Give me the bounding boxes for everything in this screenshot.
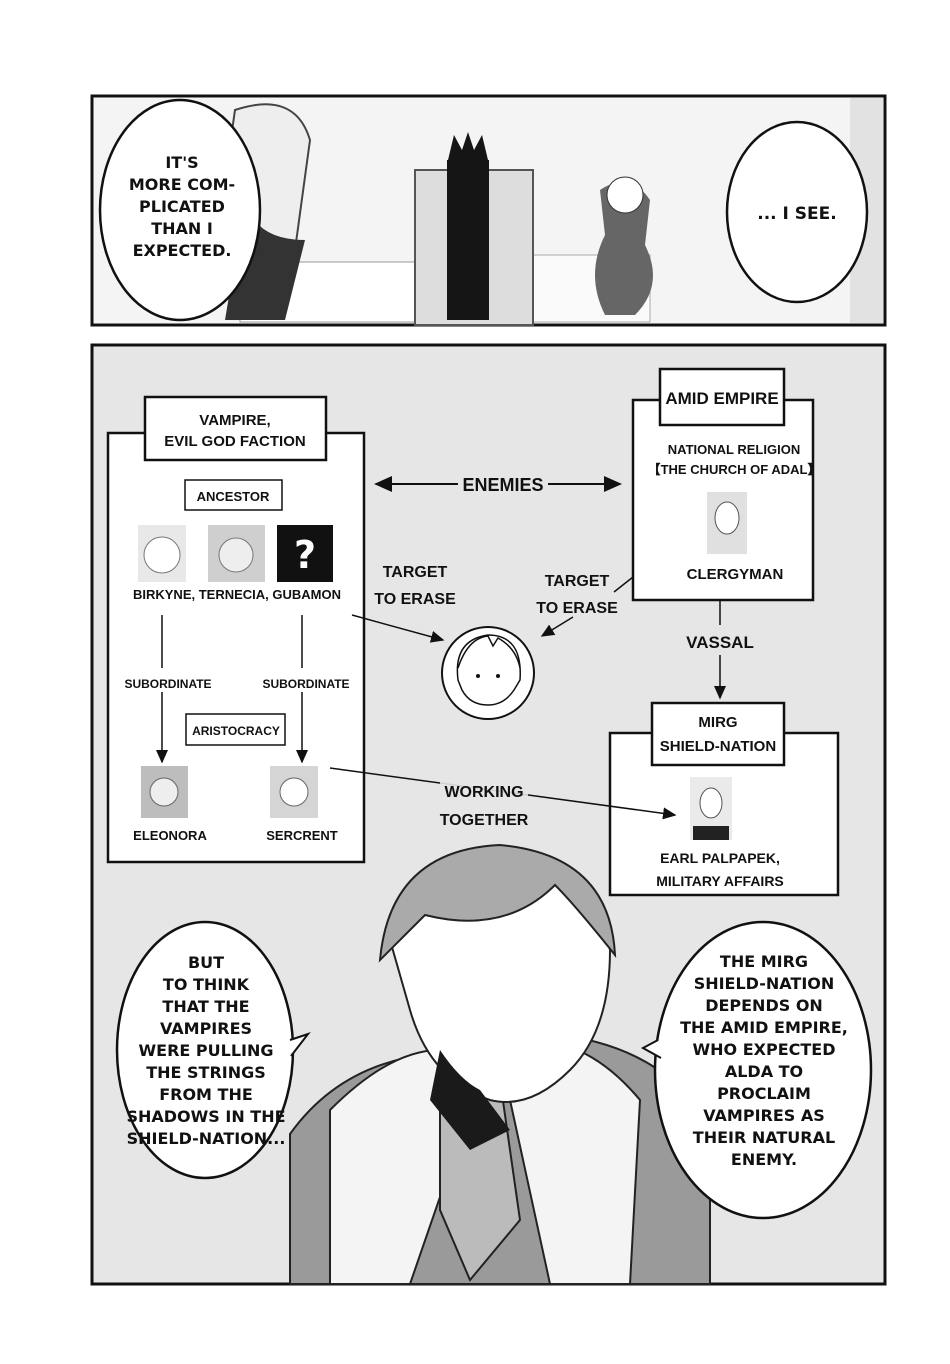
portrait-palpapek bbox=[690, 777, 732, 840]
member-sercrent: SERCRENT bbox=[266, 828, 338, 843]
ancestors-names: BIRKYNE, TERNECIA, GUBAMON bbox=[133, 587, 341, 602]
speech-text: VAMPIRES bbox=[160, 1019, 252, 1038]
vampire-title-line2: EVIL GOD FACTION bbox=[164, 433, 305, 450]
clergyman-label: CLERGYMAN bbox=[687, 566, 784, 583]
speech-text: THAN I bbox=[151, 219, 213, 238]
target-left-line1: TARGET bbox=[383, 564, 448, 581]
amid-empire-title: AMID EMPIRE bbox=[665, 389, 778, 408]
speech-bubble: ... I SEE. bbox=[725, 120, 869, 304]
palpapek-line1: EARL PALPAPEK, bbox=[660, 850, 780, 866]
character-figure bbox=[289, 843, 711, 1285]
speech-text: WERE PULLING bbox=[139, 1041, 274, 1060]
vampire-faction-group: VAMPIRE, EVIL GOD FACTION ANCESTOR ? BIR… bbox=[106, 395, 366, 864]
speech-text: SHIELD-NATION bbox=[694, 974, 835, 993]
portrait-eleonora bbox=[141, 766, 188, 818]
speech-text: PLICATED bbox=[139, 197, 225, 216]
top-panel: IT'S MORE COM- PLICATED THAN I EXPECTED. ...… bbox=[90, 94, 887, 327]
aristocracy-label: ARISTOCRACY bbox=[192, 724, 280, 738]
speech-bubble: BUT TO THINK THAT THE VAMPIRES WERE PULLING T… bbox=[115, 920, 311, 1180]
amid-empire-group: AMID EMPIRE NATIONAL RELIGION 【THE CHURC… bbox=[631, 367, 821, 602]
ancestor-label: ANCESTOR bbox=[197, 489, 270, 504]
speech-text: THAT THE bbox=[162, 997, 249, 1016]
subordinate-label-right: SUBORDINATE bbox=[262, 677, 349, 691]
speech-text: ALDA TO bbox=[725, 1062, 803, 1081]
speech-text: THEIR NATURAL bbox=[693, 1128, 835, 1147]
working-line1: WORKING bbox=[444, 784, 523, 801]
target-right-line1: TARGET bbox=[545, 573, 610, 590]
unknown-mark: ? bbox=[294, 533, 316, 577]
subordinate-label-left: SUBORDINATE bbox=[124, 677, 211, 691]
speech-text: THE MIRG bbox=[720, 952, 808, 971]
speech-text: IT'S bbox=[165, 153, 198, 172]
protagonist-icon bbox=[441, 626, 535, 720]
target-left-line2: TO ERASE bbox=[374, 591, 456, 608]
vassal-label: VASSAL bbox=[686, 633, 754, 652]
vampire-title-line1: VAMPIRE, bbox=[199, 412, 270, 429]
speech-text: MORE COM- bbox=[129, 175, 235, 194]
speech-text: ... I SEE. bbox=[757, 204, 836, 224]
member-eleonora: ELEONORA bbox=[133, 828, 207, 843]
portrait-clergyman bbox=[707, 492, 747, 554]
speech-text: PROCLAIM bbox=[717, 1084, 811, 1103]
mirg-title-line2: SHIELD-NATION bbox=[660, 738, 776, 755]
mirg-title-line1: MIRG bbox=[698, 714, 737, 731]
bottom-panel: VAMPIRE, EVIL GOD FACTION ANCESTOR ? BIR… bbox=[90, 343, 887, 1286]
speech-text: TO THINK bbox=[163, 975, 250, 994]
religion-line2: 【THE CHURCH OF ADAL】 bbox=[648, 462, 821, 477]
speech-text: BUT bbox=[188, 953, 224, 972]
portrait-ternecia bbox=[208, 525, 265, 582]
speech-text: THE STRINGS bbox=[146, 1063, 266, 1082]
speech-text: THE AMID EMPIRE, bbox=[680, 1018, 848, 1037]
portrait-gubamon bbox=[277, 525, 333, 582]
target-right-line2: TO ERASE bbox=[536, 600, 618, 617]
speech-text: WHO EXPECTED bbox=[693, 1040, 836, 1059]
speech-text: FROM THE bbox=[159, 1085, 253, 1104]
working-line2: TOGETHER bbox=[440, 812, 529, 829]
speech-text: SHADOWS IN THE bbox=[126, 1107, 285, 1126]
speech-text: DEPENDS ON bbox=[705, 996, 823, 1015]
mirg-group: MIRG SHIELD-NATION EARL PALPAPEK, MILITA… bbox=[608, 701, 840, 897]
speech-text: ENEMY. bbox=[731, 1150, 797, 1169]
speech-text: VAMPIRES AS bbox=[703, 1106, 825, 1125]
religion-line1: NATIONAL RELIGION bbox=[668, 442, 800, 457]
speech-text: SHIELD-NATION... bbox=[127, 1129, 286, 1148]
palpapek-line2: MILITARY AFFAIRS bbox=[656, 873, 784, 889]
portrait-birkyne bbox=[138, 525, 186, 582]
enemies-label: ENEMIES bbox=[462, 475, 543, 495]
speech-text: EXPECTED. bbox=[133, 241, 232, 260]
speech-bubble: IT'S MORE COM- PLICATED THAN I EXPECTED. bbox=[98, 98, 262, 322]
portrait-sercrent bbox=[270, 766, 318, 818]
speech-bubble: THE MIRG SHIELD-NATION DEPENDS ON THE AMID … bbox=[640, 920, 873, 1220]
